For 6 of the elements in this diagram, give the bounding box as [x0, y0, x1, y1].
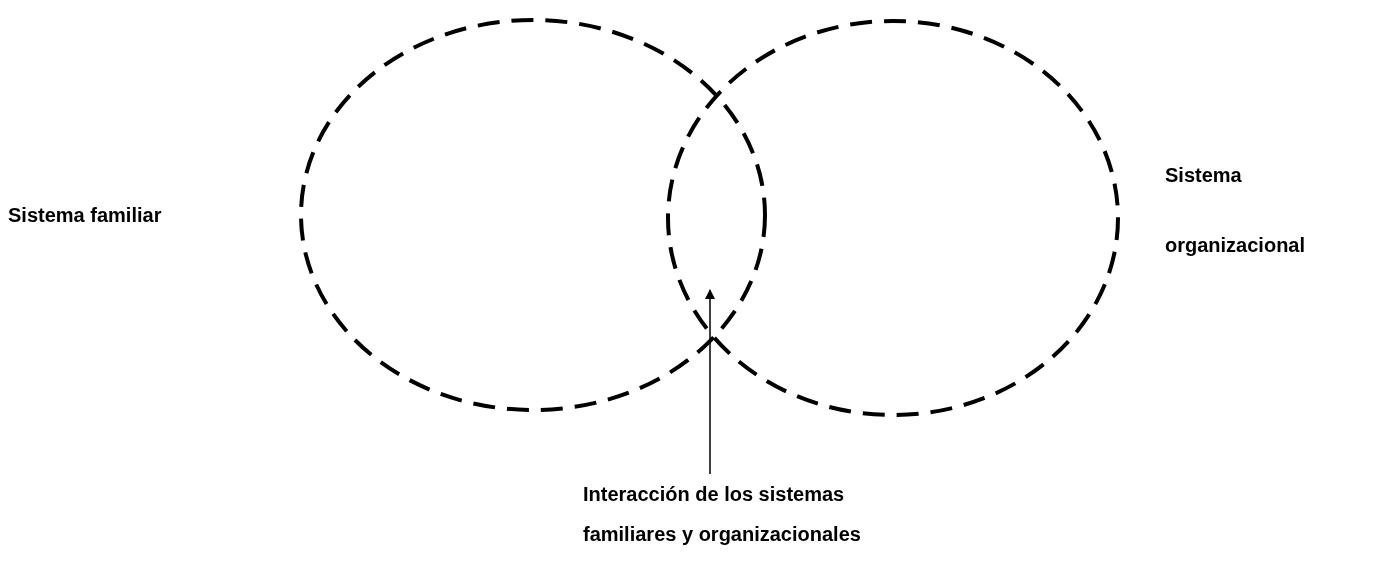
system-label: Sistema familiar	[8, 203, 163, 228]
system-label: Sistema organizacional	[1165, 163, 1307, 258]
node-label: Interacción de los sistemas familiares y organizacionales	[583, 482, 862, 547]
leader-arrow	[705, 289, 715, 475]
dashed-ellipse	[666, 19, 1120, 417]
dashed-ellipse	[299, 18, 767, 412]
